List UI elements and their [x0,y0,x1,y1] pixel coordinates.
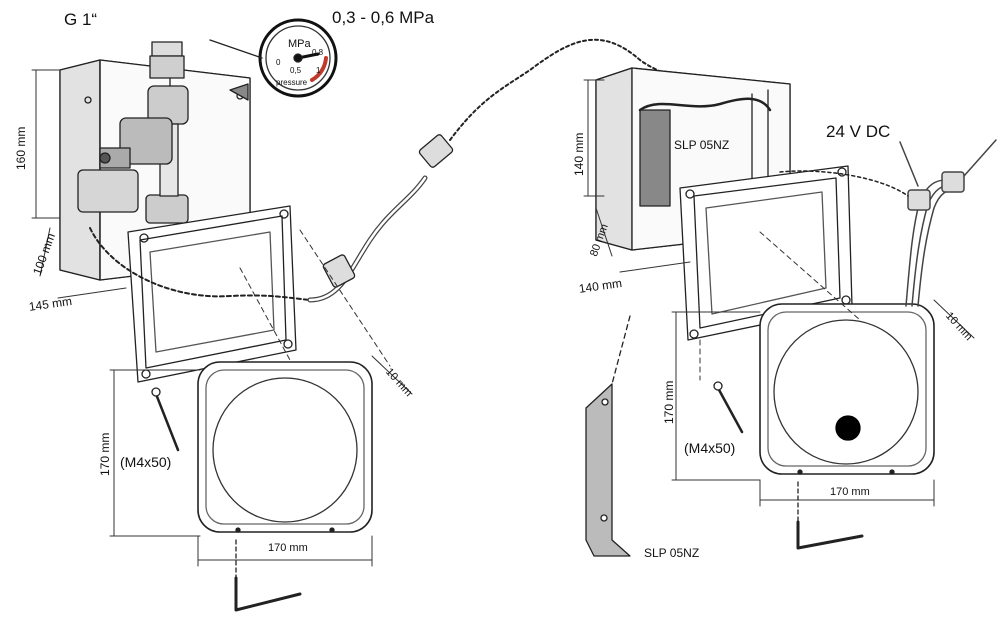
connector-icon [907,189,931,211]
right-screw-label: (M4x50) [684,440,736,456]
gauge-tick-one: 1 [316,66,321,75]
screw-icon [151,387,180,452]
gauge-unit-label: MPa [288,38,311,50]
left-cover-height-dim: 170 mm [98,432,112,476]
right-power-wires [899,139,997,307]
right-signal-dotted [779,170,909,197]
pressure-range-label: 0,3 - 0,6 MPa [332,8,435,27]
gauge-tick-low: 0 [276,58,281,67]
right-cover-plate [759,303,935,475]
right-cover-height-dim: 170 mm [662,380,676,424]
left-screw-label: (M4x50) [120,454,172,470]
left-dimension-lines [31,69,413,567]
left-height-dim: 160 mm [14,126,28,170]
slp-bracket [585,315,631,557]
right-cover-width-dim: 170 mm [830,486,870,498]
left-cover-width-dim: 170 mm [268,542,308,554]
allen-key-icon [796,481,864,550]
right-height-dim: 140 mm [572,132,586,176]
gauge-caption-label: pressure [276,78,308,87]
allen-key-icon [234,539,302,612]
slp-module-bracket-label: SLP 05NZ [644,546,700,560]
slp-module-box-label: SLP 05NZ [674,138,730,152]
voltage-label: 24 V DC [826,122,891,141]
left-signal-cable [89,227,311,301]
sensor-window-icon [835,415,861,441]
screw-icon [713,381,744,434]
gauge-tick-mid: 0,5 [290,66,302,75]
connector-icon [322,134,454,288]
thread-size-label: G 1“ [64,10,98,29]
pressure-gauge-icon [209,18,338,98]
left-valve-assembly [77,41,189,224]
left-mounting-plate [127,205,297,383]
gauge-tick-high: 0,8 [312,48,324,57]
right-dimension-lines [583,79,975,507]
left-cover-plate [197,361,373,533]
